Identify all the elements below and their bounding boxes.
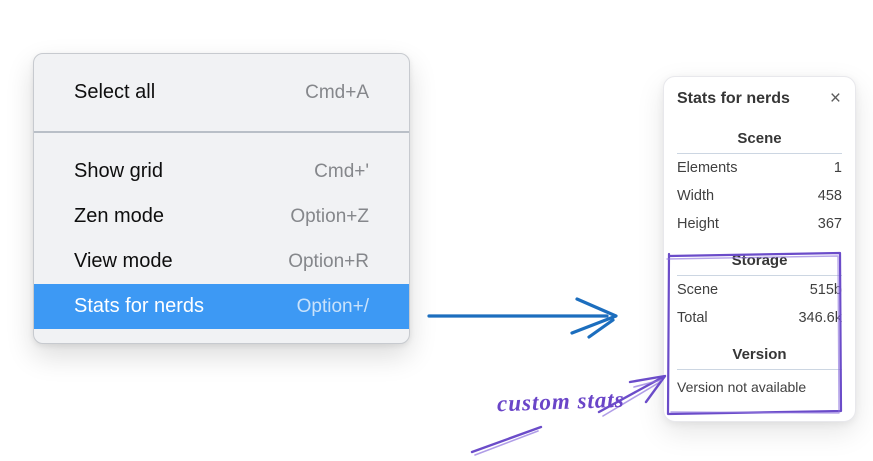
menu-item-label: Show grid xyxy=(74,160,163,182)
stat-row-elements: Elements 1 xyxy=(677,154,842,182)
stat-label: Elements xyxy=(677,160,738,176)
stat-row-width: Width 458 xyxy=(677,182,842,210)
stats-panel-title: Stats for nerds xyxy=(677,89,790,107)
menu-item-shortcut: Cmd+' xyxy=(314,160,369,182)
stat-label: Width xyxy=(677,188,715,204)
stat-row-scene-storage: Scene 515b xyxy=(677,276,842,304)
section-heading-scene: Scene xyxy=(737,130,782,147)
menu-item-label: Stats for nerds xyxy=(74,295,205,317)
stat-value: 458 xyxy=(817,188,842,204)
menu-item-stats-for-nerds[interactable]: Stats for nerds Option+/ xyxy=(34,284,409,329)
stats-panel: Stats for nerds × Scene Elements 1 Width… xyxy=(663,76,856,422)
menu-separator xyxy=(34,131,409,133)
menu-item-label: Zen mode xyxy=(74,205,165,227)
stat-label: Height xyxy=(677,216,719,232)
context-menu: Select all Cmd+A Show grid Cmd+' Zen mod… xyxy=(33,53,410,344)
section-heading-storage: Storage xyxy=(731,252,788,269)
menu-item-shortcut: Option+/ xyxy=(296,295,369,317)
stat-value: 367 xyxy=(817,216,842,232)
section-heading-version: Version xyxy=(732,346,787,363)
stat-value: 346.6k xyxy=(798,310,842,326)
section-divider xyxy=(677,153,842,154)
menu-item-shortcut: Option+R xyxy=(288,250,369,272)
stat-row-total-storage: Total 346.6k xyxy=(677,304,842,332)
menu-item-label: Select all xyxy=(74,81,156,103)
stat-value: 515b xyxy=(809,282,842,298)
menu-item-shortcut: Cmd+A xyxy=(305,81,369,103)
close-icon[interactable]: × xyxy=(829,88,841,109)
menu-item-select-all[interactable]: Select all Cmd+A xyxy=(34,70,409,115)
stat-row-height: Height 367 xyxy=(677,210,842,238)
menu-item-view-mode[interactable]: View mode Option+R xyxy=(34,239,409,284)
stat-value: 1 xyxy=(833,160,842,176)
stat-label: Total xyxy=(677,310,708,326)
menu-item-label: View mode xyxy=(74,250,173,272)
stat-label: Scene xyxy=(677,282,719,298)
menu-item-shortcut: Option+Z xyxy=(290,205,369,227)
blue-arrow xyxy=(427,297,618,339)
custom-stats-annotation-label: custom stats xyxy=(496,386,626,417)
menu-item-zen-mode[interactable]: Zen mode Option+Z xyxy=(34,194,409,239)
version-note: Version not available xyxy=(677,379,807,395)
stats-panel-header: Stats for nerds × xyxy=(677,89,842,108)
menu-item-show-grid[interactable]: Show grid Cmd+' xyxy=(34,149,409,194)
